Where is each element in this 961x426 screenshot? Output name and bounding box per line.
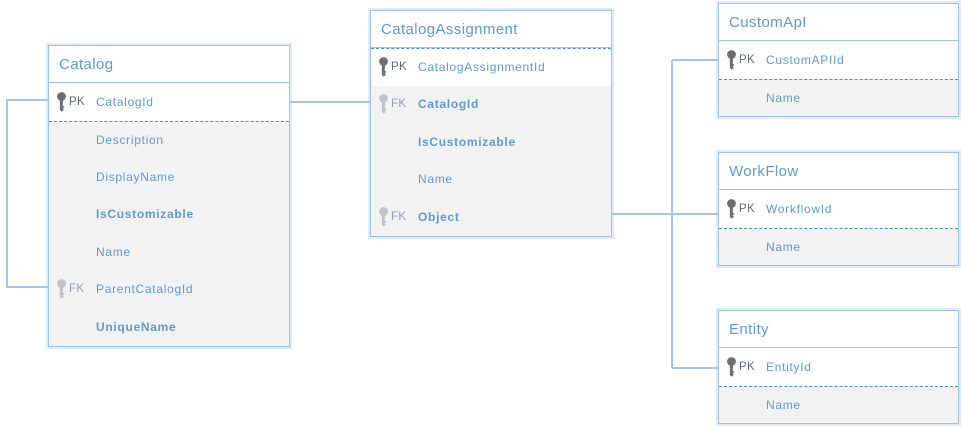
attribute-row[interactable]: Name bbox=[719, 227, 958, 265]
attribute-label: DisplayName bbox=[96, 169, 176, 184]
attribute-label: CatalogAssignmentId bbox=[418, 60, 546, 75]
key-type-label: FK bbox=[69, 283, 85, 296]
attribute-label: CatalogId bbox=[96, 94, 154, 109]
attribute-row[interactable]: UniqueName bbox=[49, 308, 289, 346]
pk-key-icon bbox=[57, 91, 66, 112]
attribute-label: CustomAPIId bbox=[766, 52, 845, 67]
pk-key-icon bbox=[379, 57, 388, 77]
attribute-row[interactable]: Name bbox=[49, 233, 289, 271]
attribute-label: Name bbox=[766, 239, 801, 254]
pk-key-icon bbox=[727, 356, 736, 377]
attribute-label: Name bbox=[418, 172, 453, 187]
attribute-row[interactable]: Name bbox=[719, 385, 958, 423]
attribute-label: Object bbox=[418, 209, 460, 224]
fk-key-icon bbox=[379, 206, 388, 227]
attribute-row[interactable]: IsCustomizable bbox=[371, 123, 611, 161]
attribute-label: Description bbox=[96, 132, 164, 147]
attribute-row[interactable]: PK WorkflowId bbox=[719, 190, 958, 228]
attribute-label: Name bbox=[766, 90, 801, 105]
table-title: CatalogAssignment bbox=[371, 11, 611, 48]
attribute-label: Name bbox=[766, 397, 801, 412]
table-title: Entity bbox=[719, 311, 958, 348]
table-title: CustomApI bbox=[719, 4, 958, 41]
attribute-row[interactable]: DisplayName bbox=[49, 158, 289, 196]
key-type-label: PK bbox=[69, 95, 85, 108]
attribute-row[interactable]: PK CatalogAssignmentId bbox=[371, 48, 611, 86]
relationship-connector[interactable] bbox=[6, 99, 48, 288]
key-type-label: PK bbox=[739, 53, 755, 66]
fk-key-icon bbox=[379, 94, 388, 114]
attribute-row[interactable]: Name bbox=[719, 78, 958, 116]
key-type-label: PK bbox=[739, 360, 755, 373]
attribute-row[interactable]: FK CatalogId bbox=[371, 85, 611, 123]
attribute-label: IsCustomizable bbox=[418, 134, 516, 149]
attribute-row[interactable]: PK CustomAPIId bbox=[719, 41, 958, 79]
attribute-label: WorkflowId bbox=[766, 201, 833, 216]
attribute-label: UniqueName bbox=[96, 319, 177, 334]
pk-key-icon bbox=[727, 198, 736, 219]
attribute-label: EntityId bbox=[766, 359, 812, 374]
attribute-row[interactable]: Description bbox=[49, 120, 289, 158]
attribute-label: IsCustomizable bbox=[96, 207, 194, 222]
attribute-row[interactable]: Name bbox=[371, 160, 611, 198]
pk-key-icon bbox=[727, 49, 736, 70]
key-type-label: PK bbox=[739, 202, 755, 215]
table-title: WorkFlow bbox=[719, 153, 958, 190]
attribute-row[interactable]: PK CatalogId bbox=[49, 83, 289, 121]
key-type-label: FK bbox=[391, 98, 407, 111]
key-type-label: PK bbox=[391, 61, 407, 74]
key-type-label: FK bbox=[391, 210, 407, 223]
attribute-row[interactable]: FK ParentCatalogId bbox=[49, 270, 289, 308]
attribute-label: ParentCatalogId bbox=[96, 282, 194, 297]
attribute-label: Name bbox=[96, 244, 131, 259]
attribute-row[interactable]: IsCustomizable bbox=[49, 195, 289, 233]
fk-key-icon bbox=[57, 279, 66, 299]
attribute-row[interactable]: PK EntityId bbox=[719, 348, 958, 386]
table-title: Catalog bbox=[49, 46, 289, 83]
attribute-row[interactable]: FK Object bbox=[371, 198, 611, 236]
attribute-label: CatalogId bbox=[418, 97, 479, 112]
